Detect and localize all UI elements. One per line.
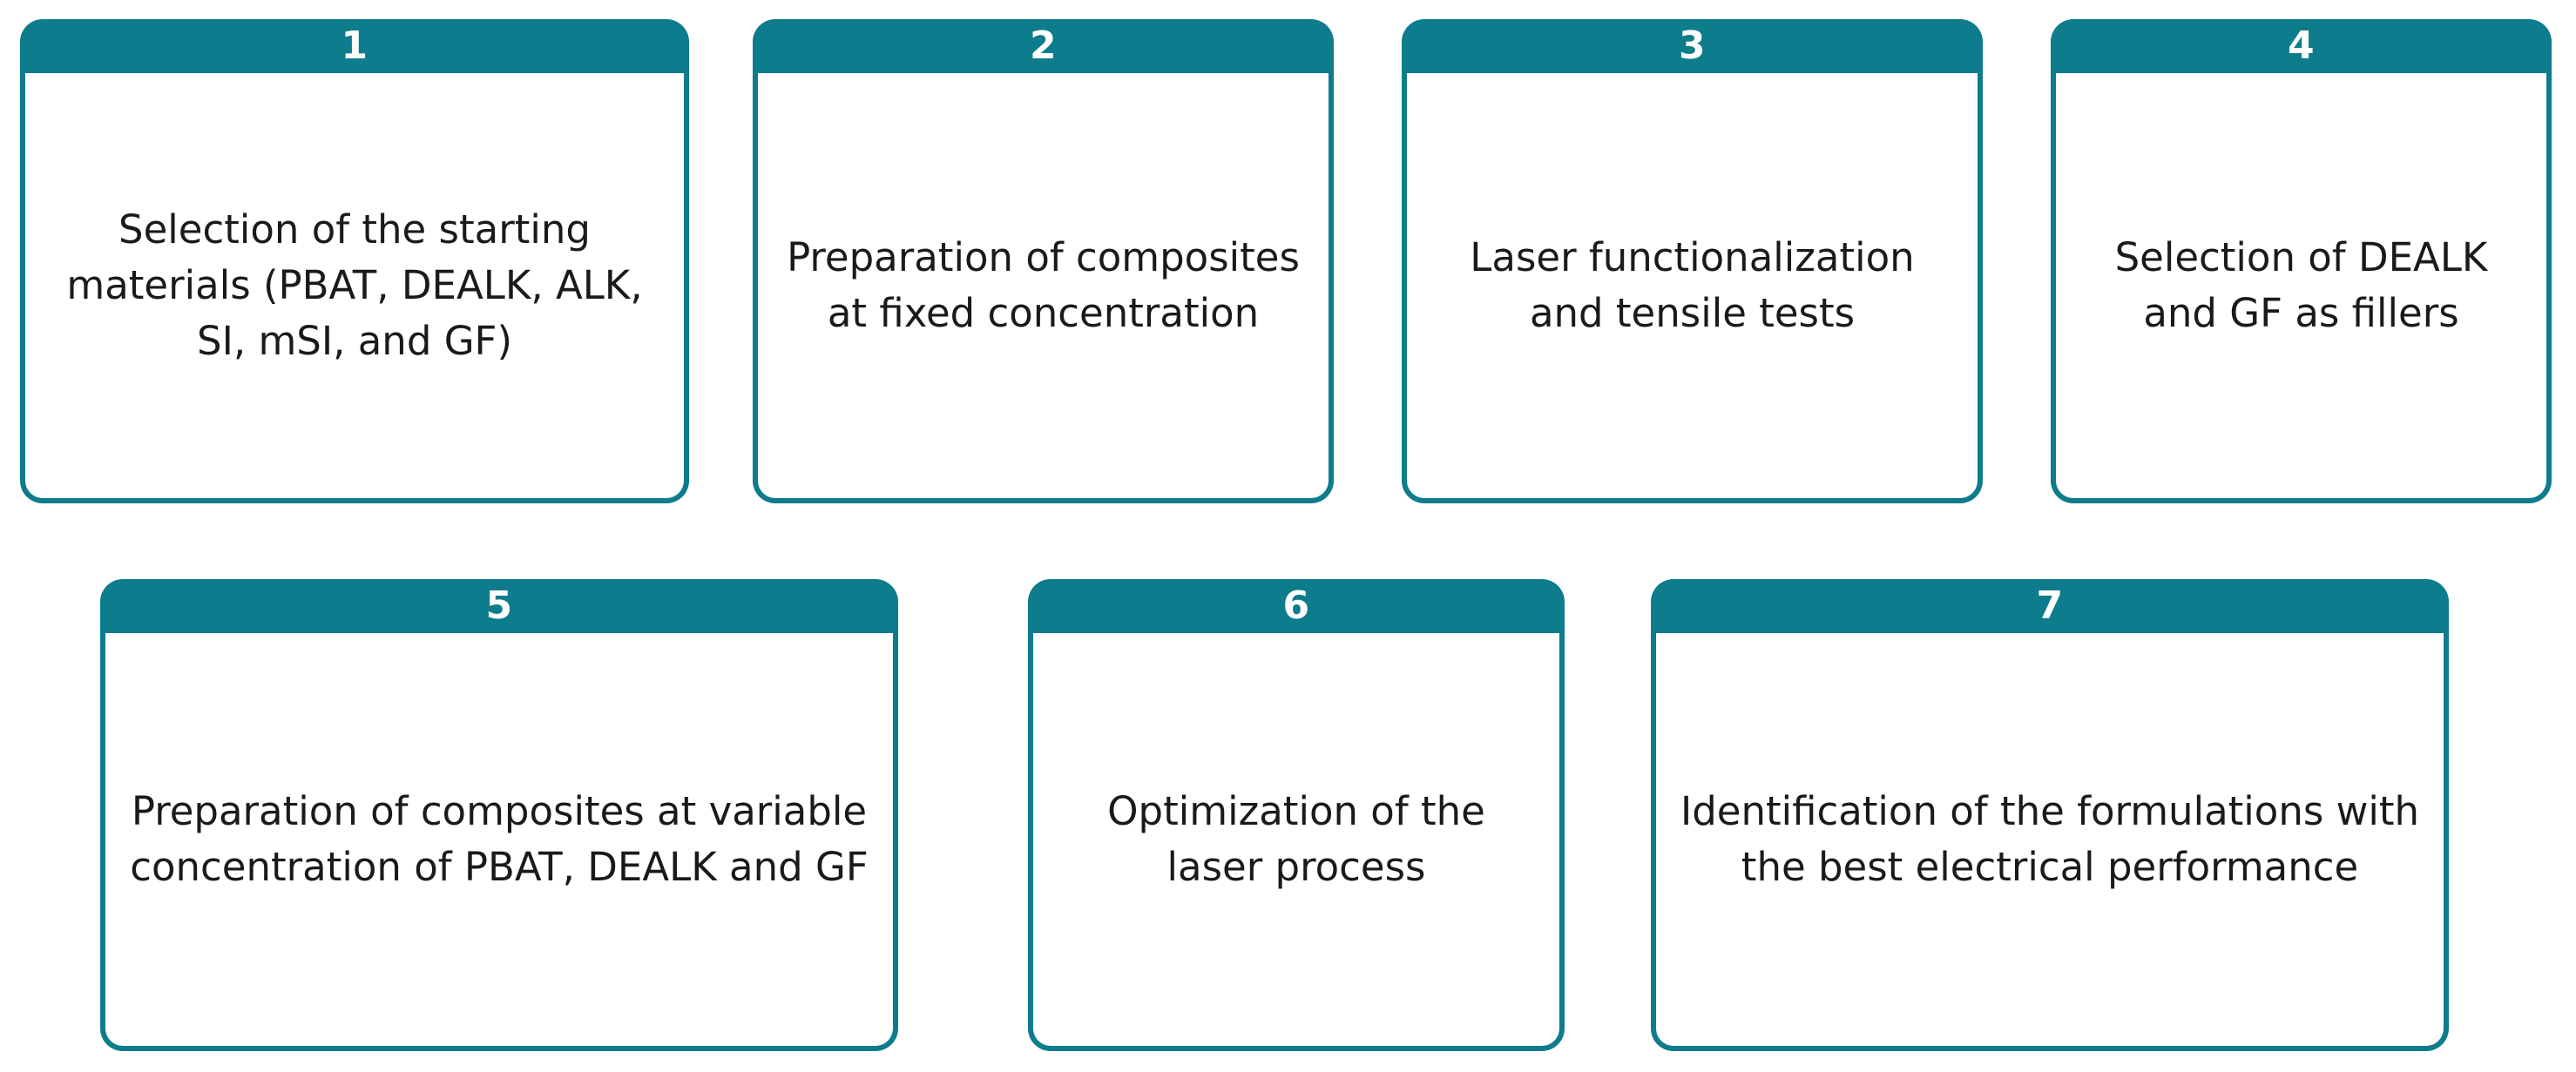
step-number-header-1: 1: [20, 19, 689, 73]
step-number-label: 2: [1029, 24, 1058, 68]
step-description-label: Selection of DEALK and GF as fillers: [2114, 234, 2488, 336]
step-body-5: Preparation of composites at variable co…: [100, 633, 898, 1051]
step-body-2: Preparation of composites at fixed conce…: [753, 73, 1334, 503]
step-description-label: Laser functionalization and tensile test…: [1470, 234, 1915, 336]
step-number-label: 5: [485, 583, 513, 628]
step-number-header-7: 7: [1651, 579, 2449, 633]
step-number-header-4: 4: [2051, 19, 2552, 73]
step-body-7: Identification of the formulations with …: [1651, 633, 2449, 1051]
step-body-1: Selection of the starting materials (PBA…: [20, 73, 689, 503]
step-number-label: 6: [1282, 583, 1310, 628]
step-description-label: Optimization of the laser process: [1107, 788, 1485, 890]
step-description-label: Identification of the formulations with …: [1680, 788, 2420, 890]
step-description-label: Preparation of composites at fixed conce…: [787, 234, 1300, 336]
step-number-header-5: 5: [100, 579, 898, 633]
step-number-header-2: 2: [753, 19, 1334, 73]
step-number-label: 1: [341, 24, 368, 68]
step-number-label: 7: [2036, 583, 2064, 628]
step-number-label: 3: [1678, 24, 1707, 68]
step-body-3: Laser functionalization and tensile test…: [1402, 73, 1983, 503]
step-body-4: Selection of DEALK and GF as fillers: [2051, 73, 2552, 503]
step-number-label: 4: [2287, 24, 2316, 68]
step-number-header-3: 3: [1402, 19, 1983, 73]
step-description-label: Preparation of composites at variable co…: [130, 788, 869, 890]
step-number-header-6: 6: [1028, 579, 1565, 633]
step-body-6: Optimization of the laser process: [1028, 633, 1565, 1051]
step-description-label: Selection of the starting materials (PBA…: [66, 206, 643, 364]
